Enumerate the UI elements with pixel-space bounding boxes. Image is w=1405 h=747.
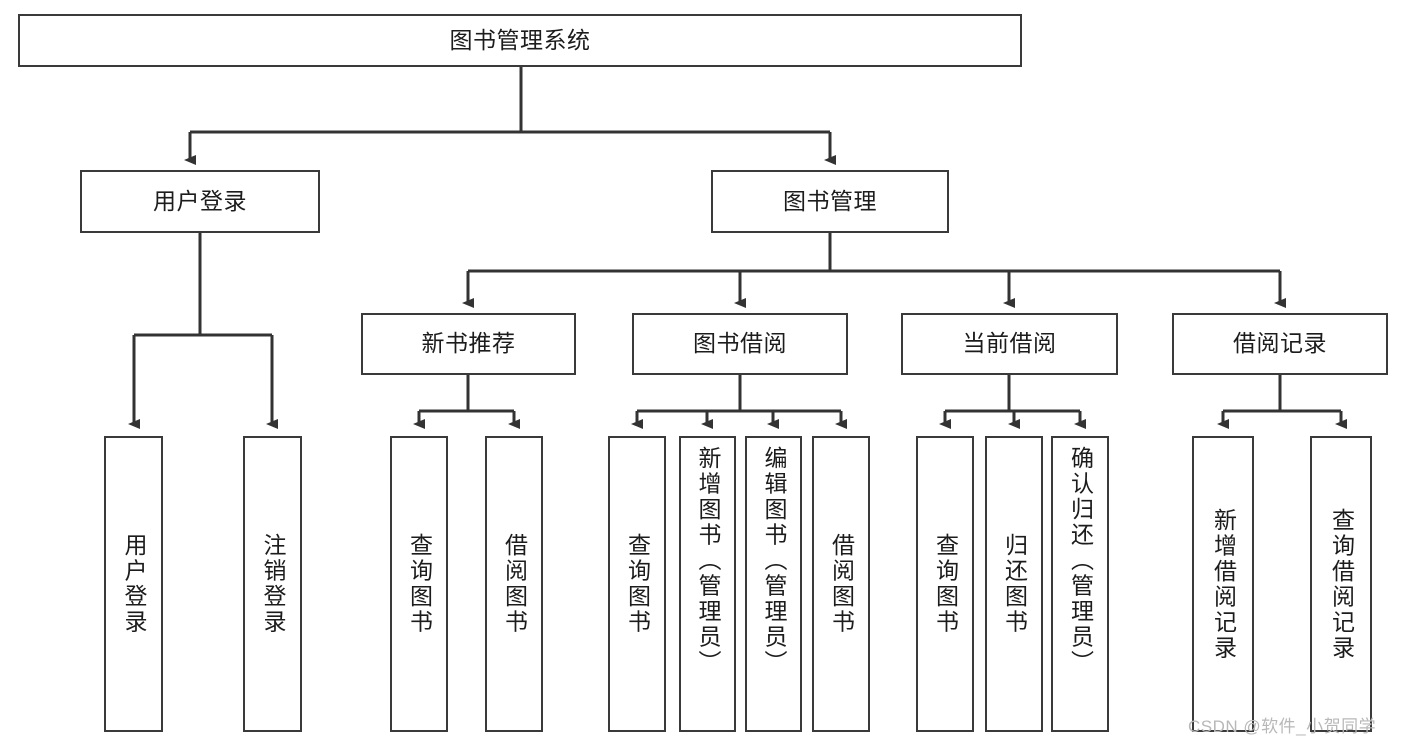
leaf-user-login-logout[interactable]: 注销登录 xyxy=(243,436,302,732)
leaf-current-borrow-confirm-return-admin[interactable]: 确认归还（管理员） xyxy=(1051,436,1109,732)
node-new-book-recommend[interactable]: 新书推荐 xyxy=(361,313,576,375)
node-label: 借阅记录 xyxy=(1233,330,1327,357)
leaf-book-borrow-add-book-admin[interactable]: 新增图书（管理员） xyxy=(679,436,736,732)
leaf-new-book-query-book[interactable]: 查询图书 xyxy=(390,436,448,732)
node-label: 用户登录 xyxy=(121,533,147,635)
node-label: 借阅图书 xyxy=(828,533,855,635)
leaf-borrow-record-add-record[interactable]: 新增借阅记录 xyxy=(1192,436,1254,732)
node-label: 注销登录 xyxy=(260,533,286,635)
leaf-book-borrow-edit-book-admin[interactable]: 编辑图书（管理员） xyxy=(745,436,802,732)
node-label: 当前借阅 xyxy=(962,330,1057,357)
leaf-current-borrow-query-book[interactable]: 查询图书 xyxy=(916,436,974,732)
node-label: 图书管理系统 xyxy=(449,26,591,53)
leaf-new-book-borrow-book[interactable]: 借阅图书 xyxy=(485,436,543,732)
node-label: 查询图书 xyxy=(932,533,959,635)
leaf-book-borrow-borrow-book[interactable]: 借阅图书 xyxy=(812,436,870,732)
leaf-book-borrow-query-book[interactable]: 查询图书 xyxy=(608,436,666,732)
node-label: 图书管理 xyxy=(783,187,877,214)
node-label: 查询图书 xyxy=(624,533,651,635)
node-label: 新增借阅记录 xyxy=(1210,507,1237,661)
node-label: 确认归还（管理员） xyxy=(1067,446,1094,676)
node-current-borrow[interactable]: 当前借阅 xyxy=(901,313,1118,375)
leaf-user-login-login[interactable]: 用户登录 xyxy=(104,436,163,732)
node-label: 新增图书（管理员） xyxy=(695,446,721,676)
node-label: 借阅图书 xyxy=(501,533,528,635)
node-book-management[interactable]: 图书管理 xyxy=(711,170,949,233)
node-borrow-record[interactable]: 借阅记录 xyxy=(1172,313,1388,375)
node-book-borrow[interactable]: 图书借阅 xyxy=(632,313,848,375)
node-label: 用户登录 xyxy=(153,187,247,214)
node-user-login[interactable]: 用户登录 xyxy=(80,170,320,233)
node-label: 新书推荐 xyxy=(421,330,516,357)
node-label: 图书借阅 xyxy=(693,330,787,357)
leaf-borrow-record-query-record[interactable]: 查询借阅记录 xyxy=(1310,436,1372,732)
node-root-book-management-system[interactable]: 图书管理系统 xyxy=(18,14,1022,67)
node-label: 归还图书 xyxy=(1001,533,1028,635)
node-label: 查询借阅记录 xyxy=(1328,507,1355,661)
node-label: 查询图书 xyxy=(406,533,433,635)
leaf-current-borrow-return-book[interactable]: 归还图书 xyxy=(985,436,1043,732)
node-label: 编辑图书（管理员） xyxy=(761,446,787,676)
watermark-text: CSDN @软件_小贺同学 xyxy=(1188,717,1377,736)
